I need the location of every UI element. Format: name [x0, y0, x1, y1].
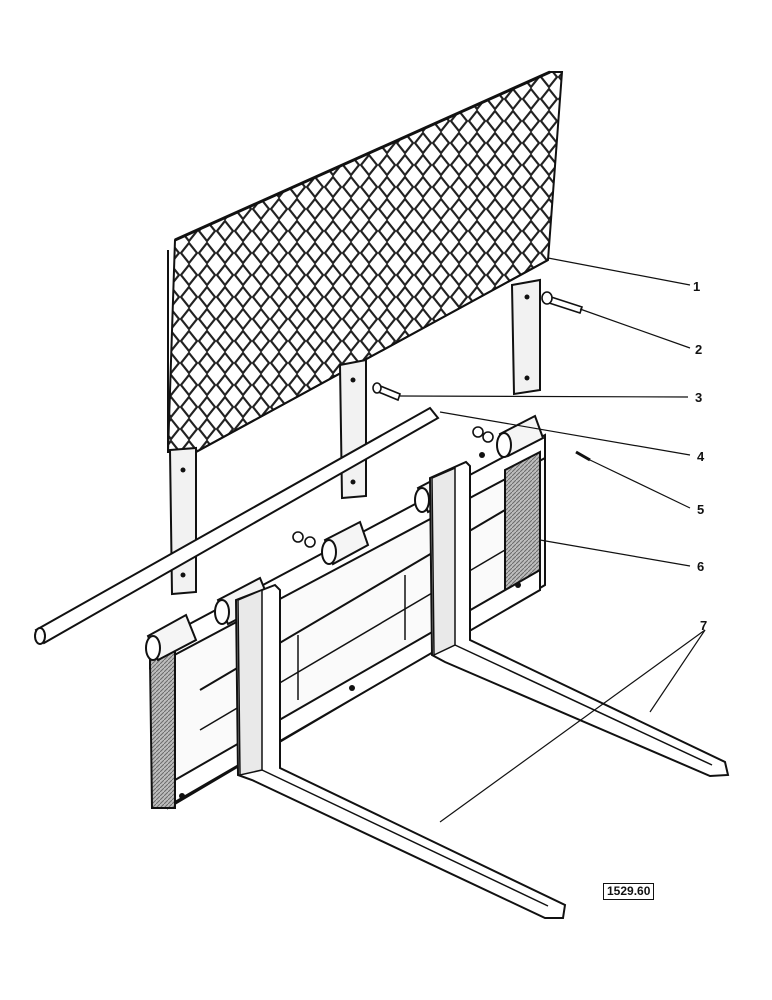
pin-5	[575, 450, 591, 462]
pivot-shaft	[34, 406, 440, 645]
callout-6: 6	[697, 559, 705, 574]
bolt-2	[541, 291, 584, 315]
nuts	[292, 426, 494, 548]
leader-lines	[399, 257, 706, 823]
fork-left	[234, 583, 567, 919]
callout-4: 4	[697, 449, 705, 464]
bolt-3	[372, 382, 401, 402]
callout-2: 2	[695, 342, 703, 357]
callout-7: 7	[700, 618, 708, 633]
callout-3: 3	[695, 390, 703, 405]
fork-right	[428, 460, 730, 778]
mesh-backrest	[166, 70, 564, 453]
callout-5: 5	[697, 502, 705, 517]
drawing-number-label: 1529.60	[603, 883, 655, 900]
callout-1: 1	[693, 279, 701, 294]
